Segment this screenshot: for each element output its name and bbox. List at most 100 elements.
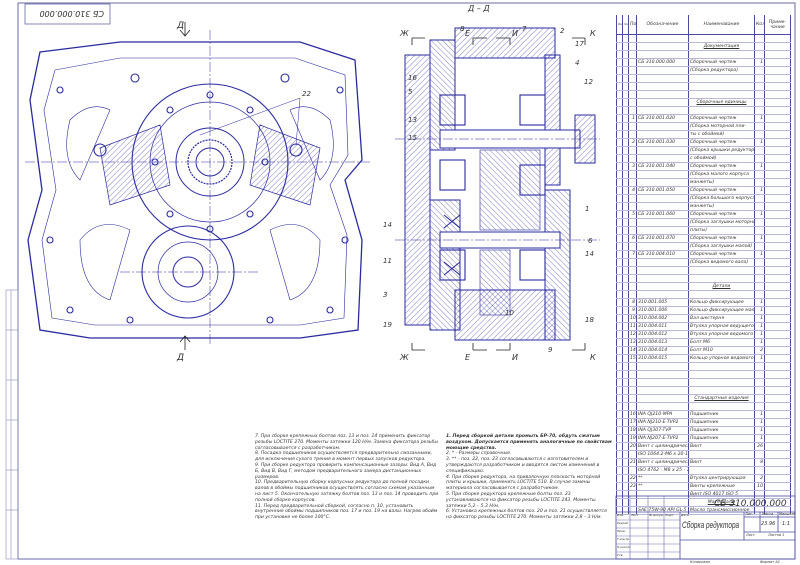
spec-cell-name (688, 90, 755, 99)
spec-cell-des (636, 202, 689, 211)
spec-cell-name: (Сборка ведомого вала) (688, 258, 755, 267)
spec-cell-qty (754, 202, 765, 211)
section-marker: И (512, 29, 518, 38)
spec-cell (764, 250, 791, 259)
spec-cell (764, 442, 791, 451)
spec-cell-pos (628, 242, 637, 251)
spec-cell-name (688, 362, 755, 371)
spec-cell-name (688, 82, 755, 91)
spec-cell-des (636, 106, 689, 115)
spec-row (616, 370, 791, 379)
spec-column-header: Наименование (688, 15, 755, 35)
note: 8. Посадка подшипников осуществляется пр… (255, 451, 433, 463)
spec-cell-qty (754, 362, 765, 371)
spec-cell-name (688, 450, 755, 459)
spec-cell (764, 162, 791, 171)
callout: 14 (585, 250, 594, 258)
spec-cell (764, 266, 791, 275)
spec-row (616, 74, 791, 83)
spec-cell-pos: 4 (628, 186, 637, 195)
spec-cell (764, 314, 791, 323)
spec-cell-des (636, 290, 689, 299)
section-marker: К (590, 353, 596, 362)
spec-cell-name: Винт (688, 458, 755, 467)
spec-section-heading: Стандартные изделия (616, 394, 791, 403)
spec-cell-pos (628, 370, 637, 379)
spec-cell (764, 458, 791, 467)
spec-cell-name: (Сборка малого корпуса (688, 170, 755, 179)
spec-cell (764, 490, 791, 499)
front-view (25, 22, 370, 350)
spec-cell-des (636, 34, 689, 43)
spec-cell (764, 298, 791, 307)
spec-cell-qty: 26 (754, 442, 765, 451)
callout: 4 (575, 59, 579, 67)
spec-cell-qty: 1 (754, 314, 765, 323)
spec-cell-des (636, 362, 689, 371)
spec-cell-des: Винт с цилиндрической головкой (636, 458, 689, 467)
spec-cell-name: (Сборка моторной пли- (688, 122, 755, 131)
spec-cell (764, 426, 791, 435)
spec-cell (764, 306, 791, 315)
spec-cell-name: Сборочный чертеж (688, 58, 755, 67)
spec-cell-pos: 11 (628, 322, 637, 331)
note: 11. Перед предварительной сборкой, согла… (255, 503, 438, 521)
col-header-scale: Масштаб (779, 512, 796, 516)
spec-section-heading: Детали (616, 282, 791, 291)
spec-cell-qty: 1 (754, 418, 765, 427)
spec-row: (Сборка малого корпуса (616, 170, 791, 179)
spec-cell-des (636, 394, 689, 403)
spec-cell-name: Сборочный чертеж (688, 186, 755, 195)
spec-cell-des: 310.004.015 (636, 354, 689, 363)
label-date: Дата (681, 513, 689, 517)
spec-row: ты с обоймой) (616, 130, 791, 139)
spec-cell-name: Сборочный чертеж (688, 162, 755, 171)
spec-cell-name (688, 402, 755, 411)
spec-cell-name: манжеты) (688, 202, 755, 211)
technical-notes-right: 1. Перед сборкой детали промыть БР-70, о… (446, 434, 612, 521)
callout: 3 (383, 291, 387, 299)
section-marker: Ж (399, 29, 409, 38)
spec-cell-des: СБ 310.001.050 (636, 186, 689, 195)
mass-value: 23.96 (761, 521, 776, 527)
spec-cell (764, 482, 791, 491)
section-view (395, 27, 600, 351)
spec-cell (764, 410, 791, 419)
spec-cell-pos (628, 258, 637, 267)
spec-cell-pos (628, 98, 637, 107)
spec-row: (Сборка ведомого вала) (616, 258, 791, 267)
spec-cell-name (688, 370, 755, 379)
note: 5. При сборке редуктора крепежные болты … (446, 491, 596, 509)
section-callouts: 8 7 2 17 4 12 16 5 13 15 14 11 3 19 10 9… (383, 25, 594, 354)
spec-cell-qty (754, 122, 765, 131)
spec-row: Винт ISO 4017 ISO 5 (616, 490, 791, 499)
spec-cell-des: 310.004.002 (636, 314, 689, 323)
spec-cell-pos (628, 218, 637, 227)
label-tech-control: Т.контр. (617, 537, 631, 541)
spec-column-header: Кол. (754, 15, 765, 35)
spec-cell-qty (754, 178, 765, 187)
spec-cell-qty (754, 130, 765, 139)
spec-cell-name: манжеты) (688, 178, 755, 187)
spec-cell (764, 34, 791, 43)
spec-cell (764, 42, 791, 51)
spec-cell-name: Втулка упорная ведомого вала (688, 330, 755, 339)
spec-cell-pos: 13 (628, 338, 637, 347)
spec-cell-des (636, 130, 689, 139)
spec-cell-qty (754, 50, 765, 59)
title-block: СБ 310.000.000 Сборка редуктора Лит. Мас… (616, 496, 796, 557)
spec-cell (764, 202, 791, 211)
spec-cell-name: Втулка упорная ведущего вала (688, 322, 755, 331)
spec-cell (764, 186, 791, 195)
spec-cell-name: Винт (688, 442, 755, 451)
spec-row: плиты) (616, 226, 791, 235)
callout: 10 (505, 309, 514, 317)
spec-cell-qty (754, 266, 765, 275)
callout: 9 (548, 346, 553, 354)
spec-cell-des (636, 218, 689, 227)
note: 7. При сборке крепежных болтов поз. 13 и… (255, 434, 438, 451)
spec-header-row: ФорматЗонаПоз.ОбозначениеНаименованиеКол… (616, 15, 791, 35)
